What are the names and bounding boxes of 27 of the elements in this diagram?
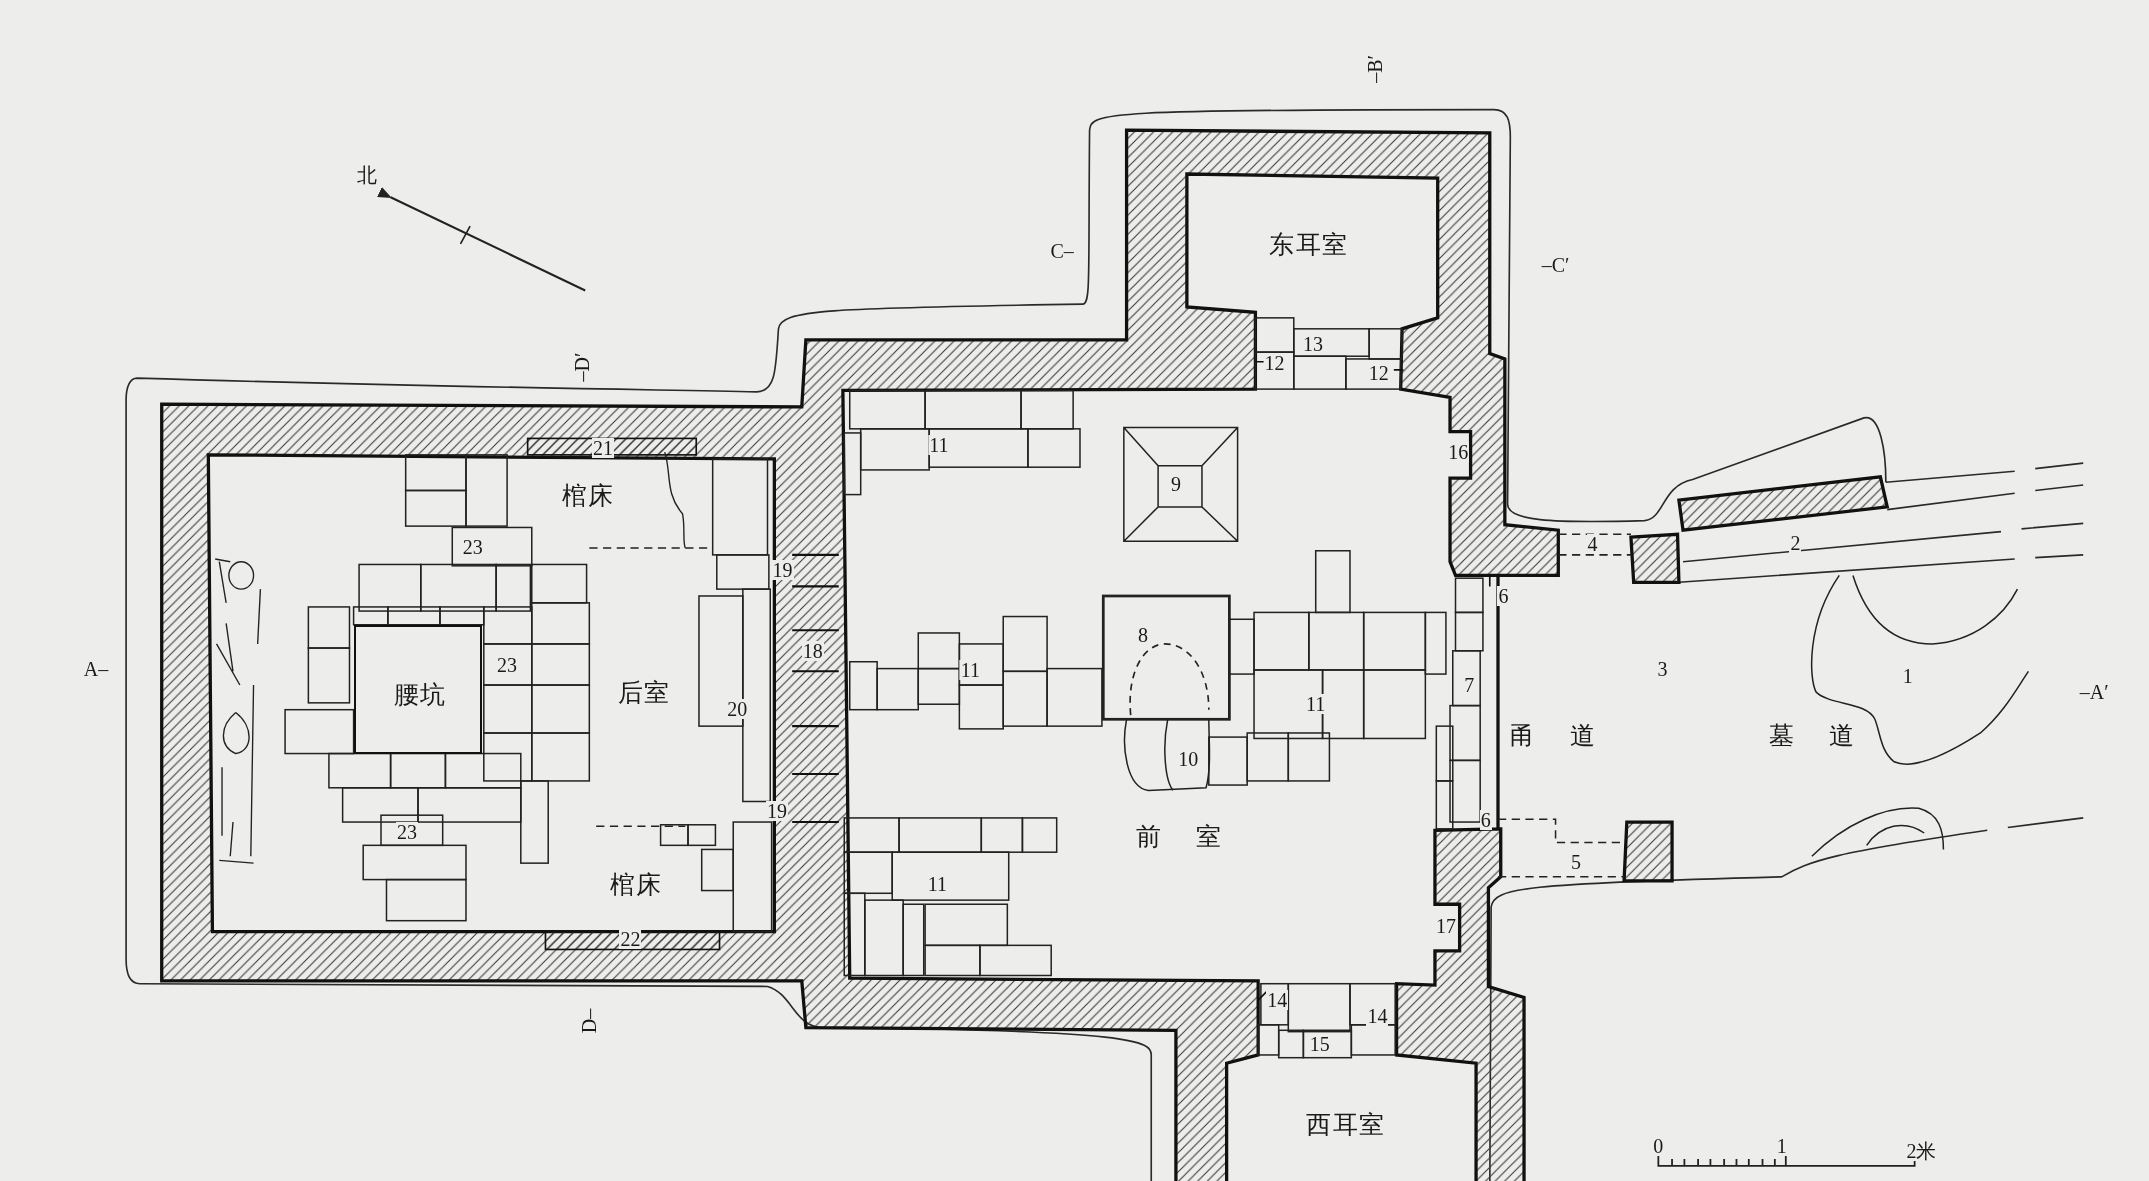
chamber-label: 前室 [1135,823,1257,849]
pit-outline [353,624,483,754]
callout-number: 18 [801,641,824,661]
chamber-label: 棺床 [609,871,663,897]
chamber-label: 甬道 [1509,722,1631,748]
chamber-label: 后室 [617,679,671,705]
chamber-label: 西耳室 [1306,1111,1386,1137]
callout-number: 11 [926,874,949,894]
callout-number: 13 [1301,334,1324,354]
chamber-label: 棺床 [561,482,615,508]
callout-number: 11 [928,435,950,456]
chamber-label: 东耳室 [1269,231,1349,257]
chamber-label: 墓道 [1768,722,1890,748]
callout-number: 北 [356,165,379,186]
callout-number: 21 [592,438,615,459]
callout-number: 23 [396,821,419,842]
callout-number: 11 [959,660,981,681]
callout-number: 19 [771,560,794,581]
callout-number: 14 [1266,990,1289,1011]
callout-number: 22 [619,928,642,949]
chamber-label: 腰坑 [393,681,447,707]
callout-number: 19 [766,801,789,822]
callout-number: 11 [1305,694,1327,715]
callout-number: 16 [1447,442,1470,463]
callout-number: 20 [726,698,749,719]
callout-number: 6 [1497,586,1510,607]
callout-number: 2米 [1905,1141,1938,1162]
